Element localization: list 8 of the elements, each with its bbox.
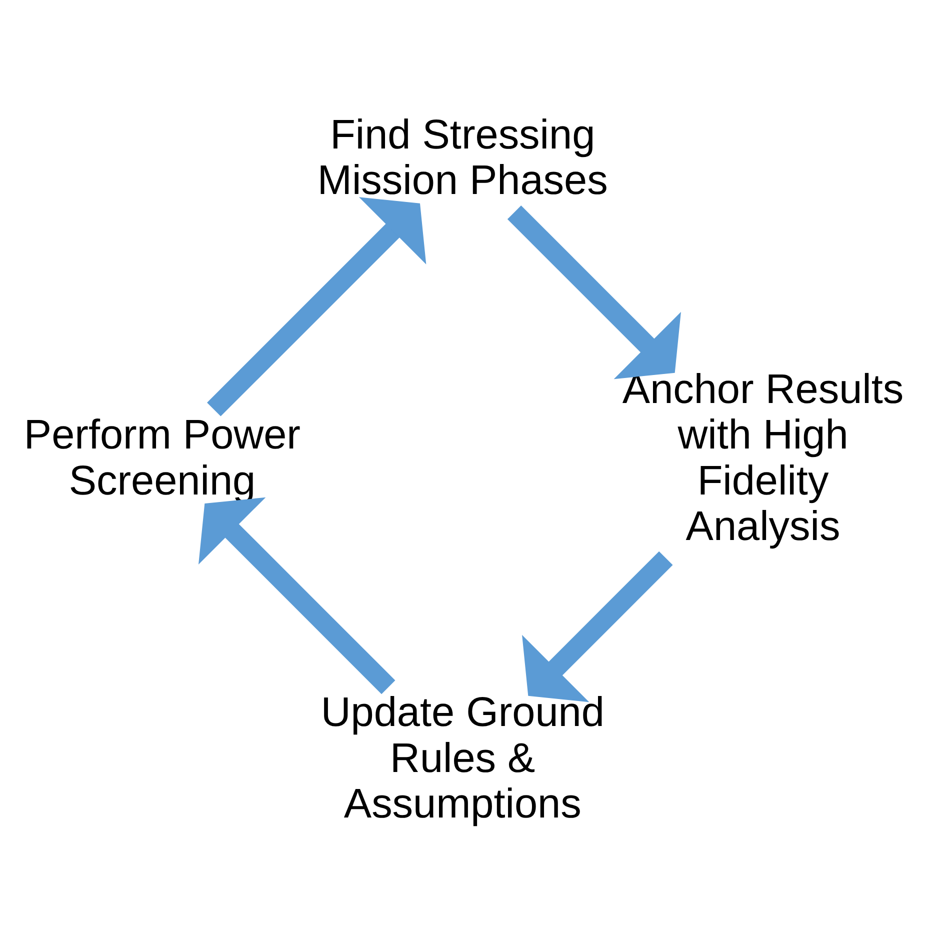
arrow [198, 496, 396, 694]
node-text: Update Ground Rules & Assumptions [320, 688, 604, 826]
node-text: Find Stressing Mission Phases [317, 110, 608, 202]
arrow [522, 550, 673, 702]
node-text: Perform Power Screening [24, 410, 300, 503]
arrow [207, 196, 426, 416]
node-text: Anchor Results with High Fidelity Analysis [622, 364, 904, 548]
arrow [507, 204, 681, 379]
